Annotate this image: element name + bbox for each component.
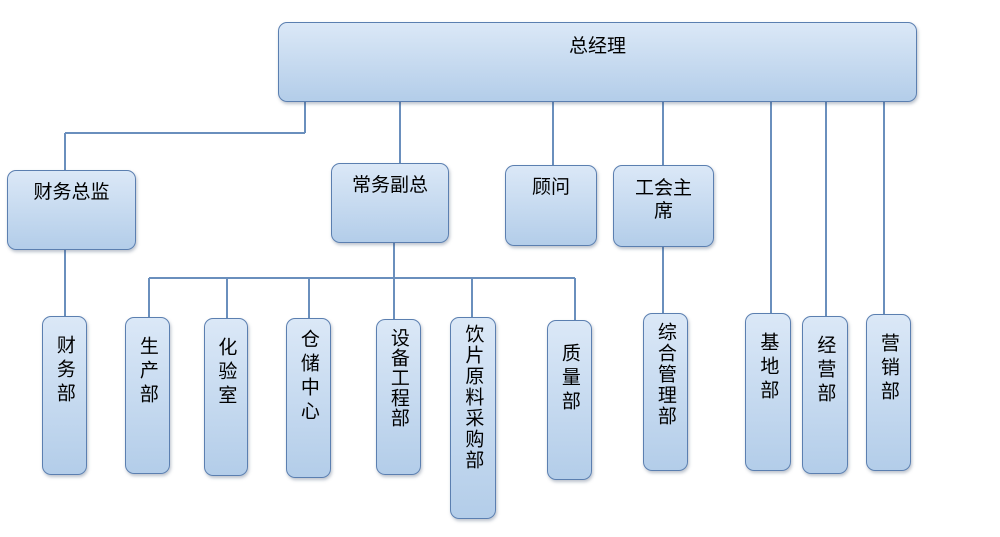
lab-box: 化验室 (204, 318, 248, 476)
production-dept-box: 生产部 (125, 317, 170, 474)
equipment-dept-box: 设备工程部 (376, 319, 421, 475)
advisor-box: 顾问 (505, 165, 597, 246)
base-dept-label: 基地部 (757, 332, 780, 404)
ceo-label: 总经理 (568, 35, 626, 57)
quality-dept-box: 质量部 (547, 320, 592, 480)
union-chair-box: 工会主席 (613, 165, 714, 247)
storage-box: 仓储中心 (286, 318, 331, 478)
ceo-box: 总经理 (278, 22, 917, 102)
cfo-box: 财务总监 (7, 170, 136, 250)
admin-dept-box: 综合管理部 (643, 313, 688, 471)
procurement-dept-label: 饮片原料采购部 (462, 324, 485, 471)
operations-dept-box: 经营部 (802, 316, 848, 474)
evp-box: 常务副总 (331, 163, 449, 243)
marketing-dept-label: 营销部 (877, 333, 900, 405)
equipment-dept-label: 设备工程部 (387, 328, 410, 428)
base-dept-box: 基地部 (745, 313, 791, 471)
marketing-dept-box: 营销部 (866, 314, 911, 471)
quality-dept-label: 质量部 (558, 343, 581, 415)
evp-label: 常务副总 (351, 174, 428, 196)
production-dept-label: 生产部 (136, 336, 159, 408)
admin-dept-label: 综合管理部 (654, 322, 677, 427)
cfo-label: 财务总监 (33, 181, 110, 203)
advisor-label: 顾问 (531, 176, 570, 198)
operations-dept-label: 经营部 (814, 335, 837, 407)
finance-dept-box: 财务部 (42, 316, 87, 475)
procurement-dept-box: 饮片原料采购部 (450, 317, 496, 519)
union-chair-label: 工会主席 (634, 177, 692, 222)
lab-label: 化验室 (215, 337, 238, 409)
finance-dept-label: 财务部 (53, 335, 76, 407)
storage-label: 仓储中心 (297, 329, 320, 425)
